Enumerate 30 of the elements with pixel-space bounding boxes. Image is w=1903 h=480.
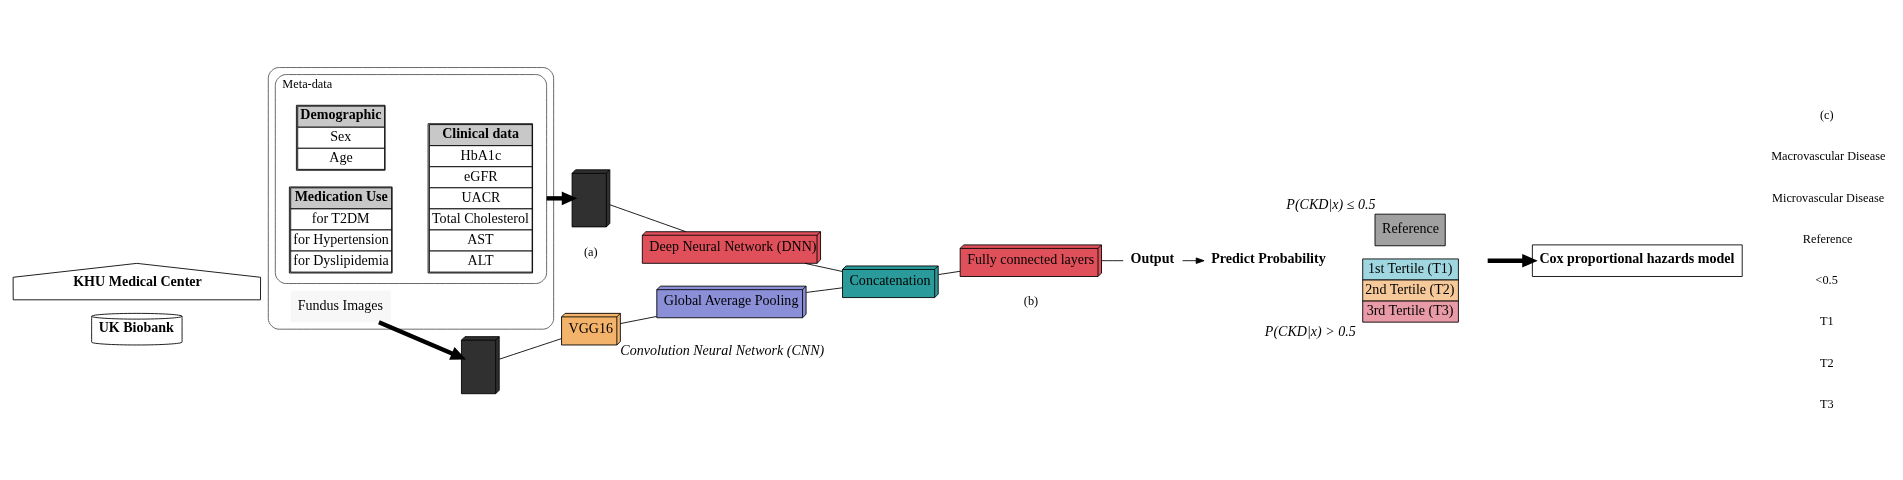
node-box: Cox proportional hazards model [1531, 243, 1743, 277]
cluster [267, 66, 555, 330]
label: Macrovascular Disease [1771, 148, 1886, 163]
arrow [1182, 257, 1205, 264]
connector [804, 262, 843, 272]
arrow [546, 191, 578, 205]
node-label: P(CKD|x) > 0.5 [1264, 322, 1356, 339]
node-label: P(CKD|x) ≤ 0.5 [1286, 195, 1376, 212]
node-box: Fundus Images [290, 290, 391, 322]
connector [1101, 259, 1124, 261]
node-box: Reference [1374, 213, 1446, 246]
label: (a) [583, 244, 598, 259]
connector [499, 337, 562, 360]
label: T3 [1819, 396, 1834, 411]
label: Reference [1802, 231, 1853, 246]
label: T2 [1819, 355, 1834, 370]
node-label: Convolution Neural Network (CNN) [620, 341, 825, 358]
label: T1 [1819, 313, 1834, 328]
label: Microvascular Disease [1772, 190, 1885, 205]
label: (b) [1023, 293, 1039, 308]
connector [620, 315, 658, 324]
connector [938, 270, 961, 275]
label: <0.5 [1815, 272, 1838, 287]
node-text: Output [1130, 249, 1175, 266]
node-text: Predict Probability [1211, 249, 1326, 266]
arrow [1487, 253, 1538, 267]
connector [805, 286, 843, 293]
connector [609, 203, 687, 232]
arrow [378, 319, 467, 360]
label: (c) [1819, 107, 1834, 122]
